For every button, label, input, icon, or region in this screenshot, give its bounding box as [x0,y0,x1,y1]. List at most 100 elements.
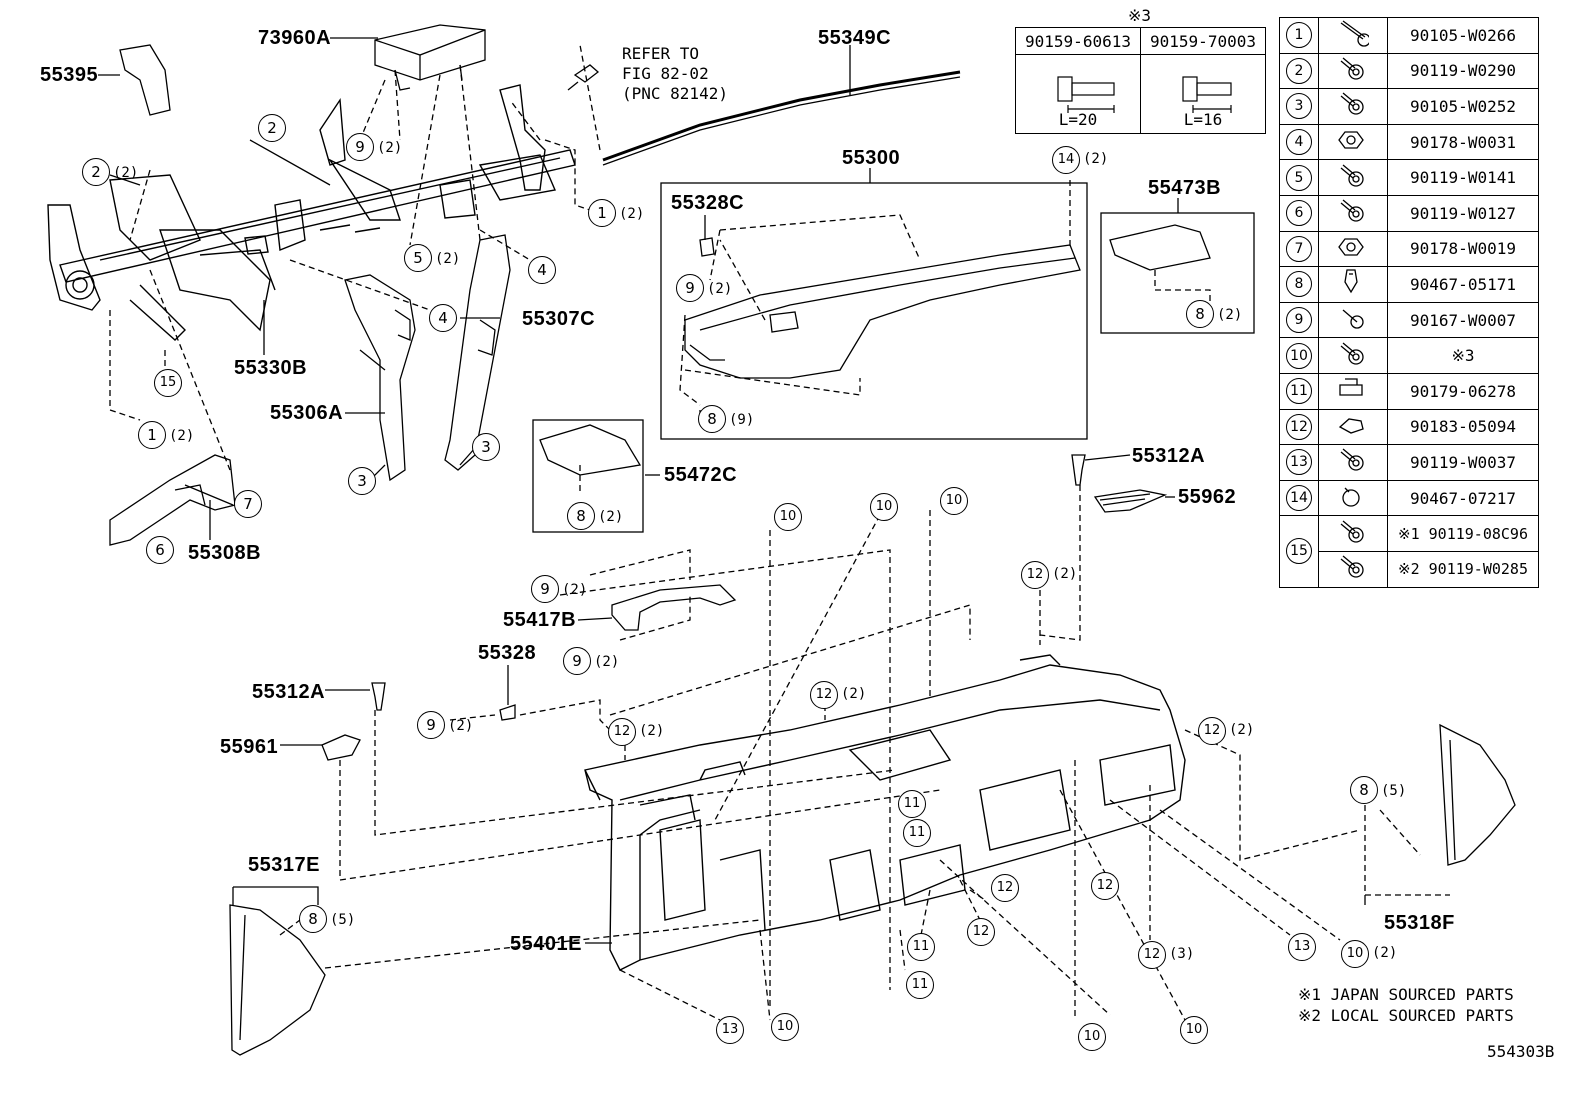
label-55328C[interactable]: 55328C [671,192,745,214]
callout-8[interactable]: 8(5) [299,905,355,933]
callout-12[interactable]: 12(3) [1138,941,1194,969]
callout-10[interactable]: 10 [774,503,802,531]
callout-12[interactable]: 12(2) [608,718,664,746]
callout-11[interactable]: 11 [903,819,931,847]
legend-row[interactable]: 1 90105-W0266 [1279,17,1539,54]
callout-13[interactable]: 13 [716,1016,744,1044]
label-55312A-left[interactable]: 55312A [252,681,326,703]
callout-number: 12 [967,918,995,946]
legend-part-number: 90105-W0266 [1387,17,1539,54]
callout-3[interactable]: 3 [472,433,500,461]
callout-11[interactable]: 11 [906,971,934,999]
callout-10[interactable]: 10 [771,1013,799,1041]
callout-8[interactable]: 8(2) [567,502,623,530]
callout-11[interactable]: 11 [907,933,935,961]
label-55328[interactable]: 55328 [478,642,537,664]
cover-55473B [1109,224,1211,271]
callout-number: 12 [1091,872,1119,900]
callout-7[interactable]: 7 [234,490,262,518]
note3-table: 90159-60613 90159-70003 L=20 L=16 [1015,27,1266,134]
label-55472C[interactable]: 55472C [664,464,738,486]
callout-4[interactable]: 4 [429,304,457,332]
label-55961[interactable]: 55961 [220,736,279,758]
callout-1[interactable]: 1(2) [588,199,644,227]
callout-10[interactable]: 10(2) [1341,940,1397,968]
callout-10[interactable]: 10 [870,493,898,521]
callout-12[interactable]: 12(2) [1198,717,1254,745]
callout-2[interactable]: 2 [258,114,286,142]
note3-part-1: 90159-60613 [1015,27,1141,55]
callout-9[interactable]: 9(2) [346,133,402,161]
callout-12[interactable]: 12 [967,918,995,946]
note3-mark: ※3 [1128,6,1152,25]
label-55349C[interactable]: 55349C [818,27,892,49]
label-55300[interactable]: 55300 [842,147,901,169]
callout-9[interactable]: 9(2) [417,711,473,739]
callout-4[interactable]: 4 [528,256,556,284]
note3-length-1: L=20 [1058,110,1098,129]
label-73960A[interactable]: 73960A [258,27,332,49]
legend-row[interactable]: 15※1 90119-08C96 [1279,515,1539,588]
note3-bolt-1: L=20 [1015,54,1141,134]
label-55317E[interactable]: 55317E [248,854,320,876]
label-55962[interactable]: 55962 [1178,486,1237,508]
label-55306A[interactable]: 55306A [270,402,344,424]
callout-quantity: (2) [598,508,624,525]
callout-quantity: (2) [169,427,195,444]
callout-1[interactable]: 1(2) [138,421,194,449]
callout-14[interactable]: 14(2) [1052,146,1108,174]
callout-6[interactable]: 6 [146,536,174,564]
callout-quantity: (2) [448,717,474,734]
callout-8[interactable]: 8(9) [698,405,754,433]
callout-15[interactable]: 15 [154,369,182,397]
legend-row[interactable]: 10※3 [1279,337,1539,374]
callout-10[interactable]: 10 [940,487,968,515]
callout-number: 12 [991,874,1019,902]
legend-row[interactable]: ※2 90119-W0285 [1280,550,1539,588]
label-55417B[interactable]: 55417B [503,609,577,631]
label-55307C[interactable]: 55307C [522,308,596,330]
callout-8[interactable]: 8(5) [1350,776,1406,804]
ring-clip-icon [1318,479,1388,517]
callout-10[interactable]: 10 [1180,1016,1208,1044]
callout-12[interactable]: 12 [991,874,1019,902]
label-55312A-right[interactable]: 55312A [1132,445,1206,467]
label-55473B[interactable]: 55473B [1148,177,1222,199]
callout-10[interactable]: 10 [1078,1023,1106,1051]
callout-2[interactable]: 2(2) [82,158,138,186]
callout-3[interactable]: 3 [348,467,376,495]
label-55330B[interactable]: 55330B [234,357,308,379]
callout-9[interactable]: 9(2) [563,647,619,675]
callout-12[interactable]: 12(2) [1021,561,1077,589]
callout-11[interactable]: 11 [898,790,926,818]
callout-9[interactable]: 9(2) [531,575,587,603]
legend-number-cell: 1 [1279,17,1319,54]
legend-part-number: ※2 90119-W0285 [1387,550,1539,588]
legend-part-number: 90105-W0252 [1387,88,1539,125]
label-55401E[interactable]: 55401E [510,933,582,955]
callout-5[interactable]: 5(2) [404,244,460,272]
callout-number: 8 [1350,776,1378,804]
callout-8[interactable]: 8(2) [1186,300,1242,328]
label-55395[interactable]: 55395 [40,64,99,86]
label-55308B[interactable]: 55308B [188,542,262,564]
cover-55472C [539,424,642,476]
callout-13[interactable]: 13 [1288,933,1316,961]
callout-12[interactable]: 12 [1091,872,1119,900]
callout-12[interactable]: 12(2) [810,681,866,709]
label-55318F[interactable]: 55318F [1384,912,1455,934]
callout-9[interactable]: 9(2) [676,274,732,302]
